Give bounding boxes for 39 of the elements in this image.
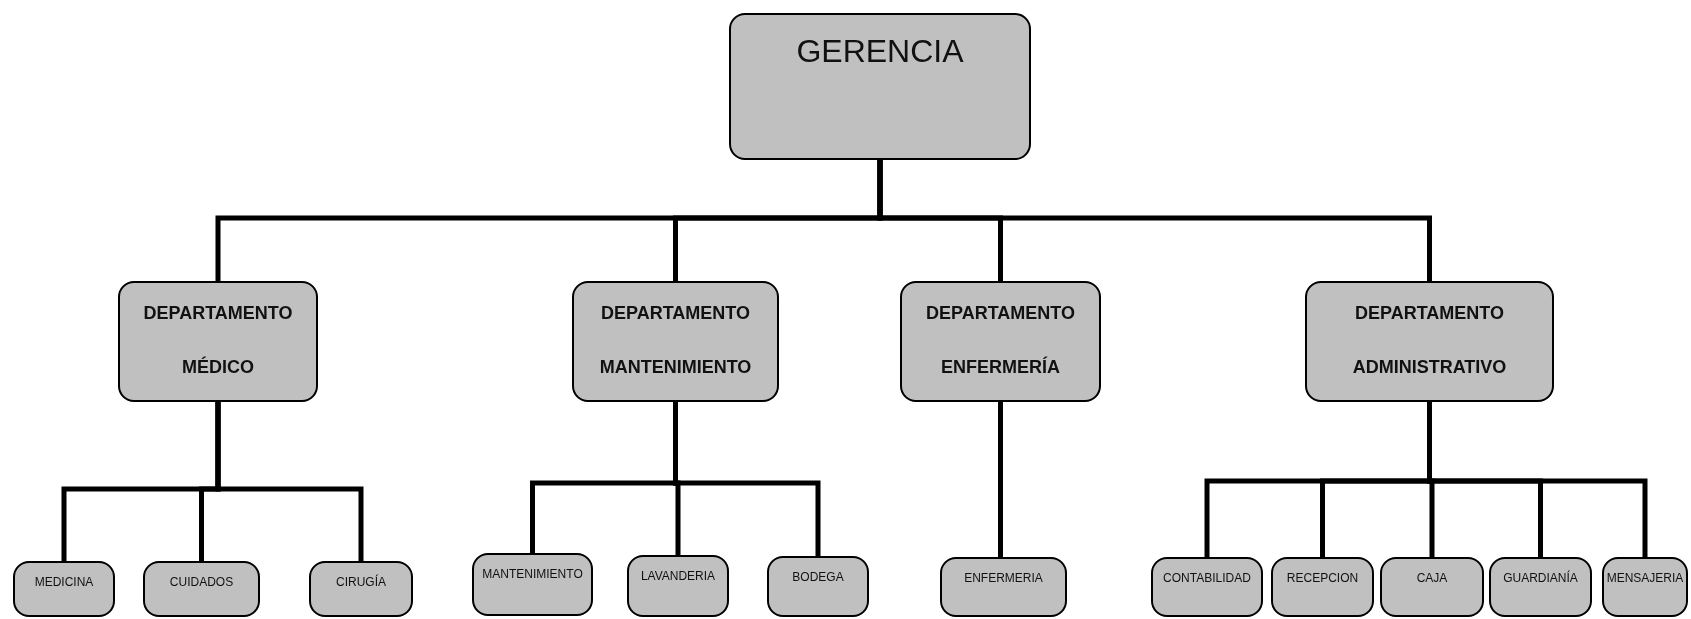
- unit-name: RECEPCION: [1286, 571, 1359, 585]
- department-name: DEPARTAMENTO MANTENIMIENTO: [598, 301, 753, 379]
- unit-name: MANTENIMIENTO: [482, 567, 583, 581]
- unit-box: [309, 561, 413, 617]
- unit-box: [472, 553, 593, 616]
- unit-name: MENSAJERIA: [1606, 571, 1684, 585]
- department-box: [118, 281, 318, 402]
- unit-box: [1151, 557, 1263, 617]
- unit-box: [940, 557, 1067, 617]
- unit-box: [627, 555, 729, 617]
- connector-line: [998, 402, 1003, 557]
- unit-box: [767, 556, 869, 617]
- box-title: GERENCIA: [796, 33, 964, 70]
- unit-box: [143, 561, 260, 617]
- unit-name: CUIDADOS: [169, 575, 234, 589]
- department-name: DEPARTAMENTO ENFERMERÍA: [925, 301, 1076, 379]
- unit-name: BODEGA: [792, 570, 844, 584]
- unit-box: [1489, 557, 1592, 617]
- unit-name: CIRUGÍA: [336, 575, 386, 589]
- unit-name: GUARDIANÍA: [1503, 571, 1578, 585]
- department-name: DEPARTAMENTO MÉDICO: [142, 301, 294, 379]
- connector-line: [215, 402, 364, 561]
- department-box: [1305, 281, 1554, 402]
- unit-name: LAVANDERIA: [640, 569, 716, 583]
- connector-line: [673, 402, 821, 556]
- connector-line: [1427, 402, 1648, 557]
- unit-box: [1271, 557, 1374, 617]
- unit-box: [13, 561, 115, 617]
- department-name: DEPARTAMENTO ADMINISTRATIVO: [1351, 301, 1508, 379]
- department-box: [572, 281, 779, 402]
- unit-name: CAJA: [1416, 571, 1448, 585]
- unit-name: CONTABILIDAD: [1163, 571, 1251, 585]
- connector-line: [877, 160, 1432, 281]
- unit-box: [1602, 557, 1688, 617]
- unit-name: MEDICINA: [34, 575, 94, 589]
- unit-box: [1380, 557, 1484, 617]
- department-box: [900, 281, 1101, 402]
- unit-name: ENFERMERIA: [964, 571, 1043, 585]
- top-box: [729, 13, 1031, 160]
